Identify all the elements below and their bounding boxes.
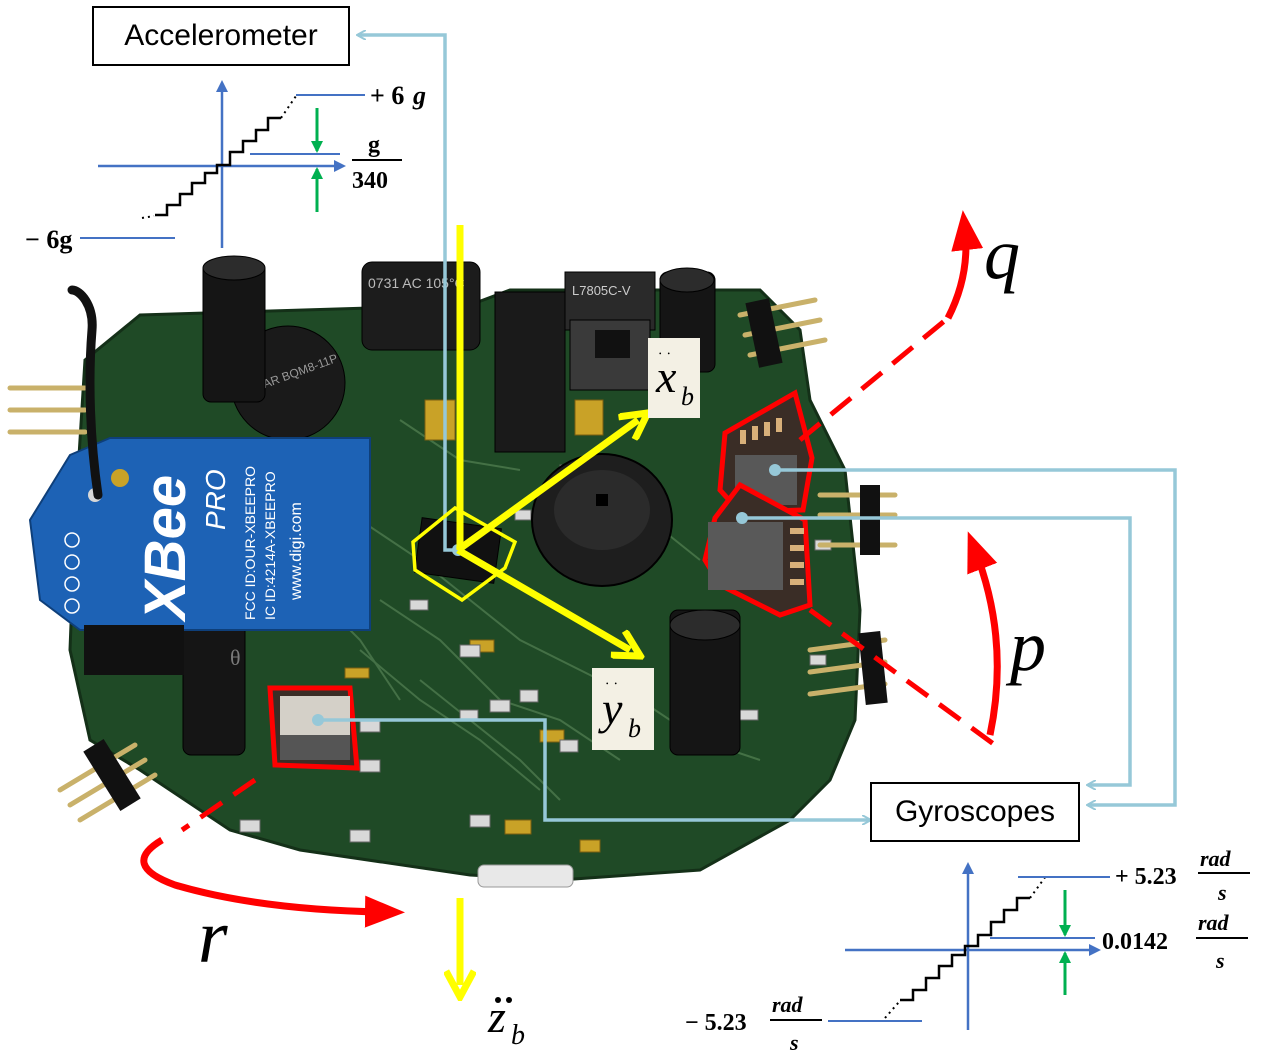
body-axes xyxy=(411,225,638,985)
xbee-ic: IC ID:4214A-XBEEPRO xyxy=(262,471,278,620)
pcb-board: L7805C-V 0731 AC 105°C STAR BQM8-11P θ xyxy=(7,255,898,888)
gyro-max-unit-den: s xyxy=(1217,880,1227,905)
accelerometer-outline xyxy=(411,505,518,603)
xbee-fcc: FCC ID:OUR-XBEEPRO xyxy=(242,466,258,620)
q-label: q xyxy=(984,214,1020,294)
q-rotation-arrow xyxy=(944,210,984,320)
gyro-res-unit-num: rad xyxy=(1198,910,1230,935)
x-axis-label-box: •• x b xyxy=(648,338,700,418)
accelerometer-box-label: Accelerometer xyxy=(124,19,318,52)
gyro-res-unit-den: s xyxy=(1215,948,1225,973)
r-rotation-arrow xyxy=(140,836,405,928)
y-axis-label-box: •• y b xyxy=(592,668,654,750)
xbee-brand: XBee xyxy=(133,475,198,623)
accelerometer-box: Accelerometer xyxy=(92,6,350,66)
y-symbol: y xyxy=(602,683,623,734)
accel-min-label: − 6g xyxy=(25,225,72,254)
gyro-max-label: + 5.23 xyxy=(1115,864,1177,890)
y-axis-arrow xyxy=(456,546,630,650)
z-subscript: b xyxy=(511,1020,525,1051)
y-subscript: b xyxy=(628,714,641,743)
gyro-chip-3 xyxy=(267,685,360,771)
accel-res-den: 340 xyxy=(352,168,388,194)
x-subscript: b xyxy=(681,382,694,411)
gyro-max-unit-num: rad xyxy=(1200,846,1232,871)
gyro-min-label: − 5.23 xyxy=(685,1010,747,1036)
z-symbol: z xyxy=(487,991,506,1042)
rotations: q p r xyxy=(140,210,1046,979)
capacitor-text: 0731 AC 105°C xyxy=(368,275,465,291)
accel-res-num: g xyxy=(368,132,380,158)
gyro-min-unit-den: s xyxy=(789,1030,799,1055)
regulator-text: L7805C-V xyxy=(572,283,631,298)
p-rotation-arrow xyxy=(967,531,1001,736)
xbee-url: www.digi.com xyxy=(288,502,305,601)
link-lines xyxy=(318,35,1177,820)
accel-max-unit: g xyxy=(412,81,426,110)
gyroscope-scale: + 5.23 rad s 0.0142 rad s − 5.23 rad s xyxy=(685,846,1250,1055)
gyro-min-unit-num: rad xyxy=(772,992,804,1017)
r-label: r xyxy=(198,895,228,979)
z-axis-label: z b xyxy=(487,991,525,1051)
theta-label: θ xyxy=(230,645,241,670)
x-symbol: x xyxy=(656,351,677,402)
gyro-res-label: 0.0142 xyxy=(1102,929,1168,955)
gyroscopes-box: Gyroscopes xyxy=(870,782,1080,842)
gyroscopes-box-label: Gyroscopes xyxy=(894,795,1056,828)
accel-max-label: + 6 xyxy=(370,81,404,110)
p-label: p xyxy=(1005,606,1046,686)
accelerometer-scale: + 6 g − 6g g 340 xyxy=(25,80,426,254)
x-axis-arrow xyxy=(455,420,638,553)
xbee-model: PRO xyxy=(200,469,231,530)
xbee-module: XBee PRO FCC ID:OUR-XBEEPRO IC ID:4214A-… xyxy=(28,437,371,675)
